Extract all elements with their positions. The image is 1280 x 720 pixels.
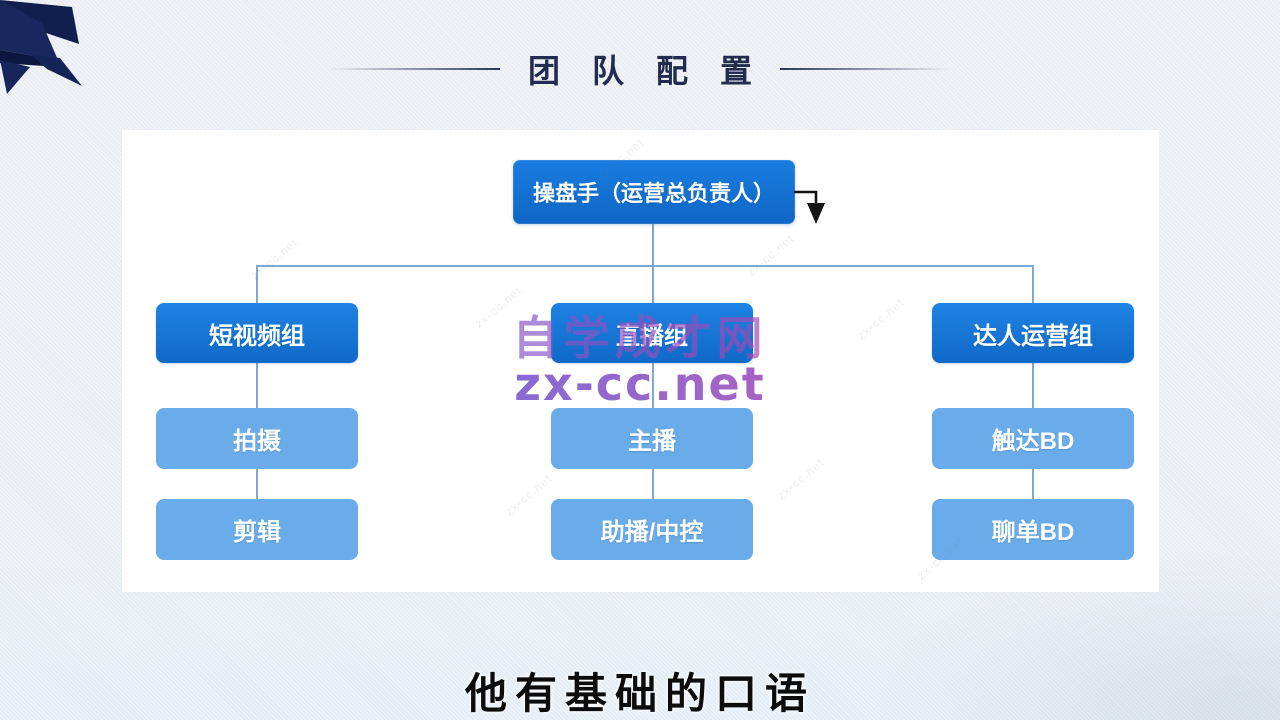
title-rule-left: [329, 68, 500, 70]
org-node-role: 主播: [551, 408, 753, 469]
org-node-role: 剪辑: [156, 499, 358, 560]
org-node-role: 拍摄: [156, 408, 358, 469]
connector-line: [256, 265, 1034, 267]
corner-ribbon-icon: [0, 0, 82, 94]
connector-line: [652, 266, 654, 303]
title-rule-right: [780, 68, 950, 70]
subtitle-caption: 他有基础的口语: [464, 672, 815, 718]
connector-line: [652, 363, 654, 408]
org-node-group-live: 直播组: [551, 303, 753, 363]
connector-line: [652, 469, 654, 499]
org-node-role: 助播/中控: [551, 499, 753, 560]
org-node-group-influencer: 达人运营组: [932, 303, 1134, 363]
org-node-role: 触达BD: [932, 408, 1134, 469]
slide-title: 团队配置: [527, 53, 784, 89]
connector-line: [1032, 266, 1034, 303]
connector-line: [1032, 469, 1034, 499]
annotation-arrow-icon: [794, 190, 825, 224]
connector-line: [1032, 363, 1034, 408]
org-node-group-video: 短视频组: [156, 303, 358, 363]
org-node-role: 聊单BD: [932, 499, 1134, 560]
slide-header: 团队配置: [0, 40, 1280, 98]
org-chart-card: 操盘手（运营总负责人） 短视频组 直播组 达人运营组 拍摄 剪辑 主播 助播/中…: [122, 130, 1159, 592]
connector-line: [652, 224, 654, 266]
connector-line: [256, 266, 258, 303]
org-node-root: 操盘手（运营总负责人）: [513, 160, 795, 224]
connector-line: [256, 469, 258, 499]
connector-line: [256, 363, 258, 408]
